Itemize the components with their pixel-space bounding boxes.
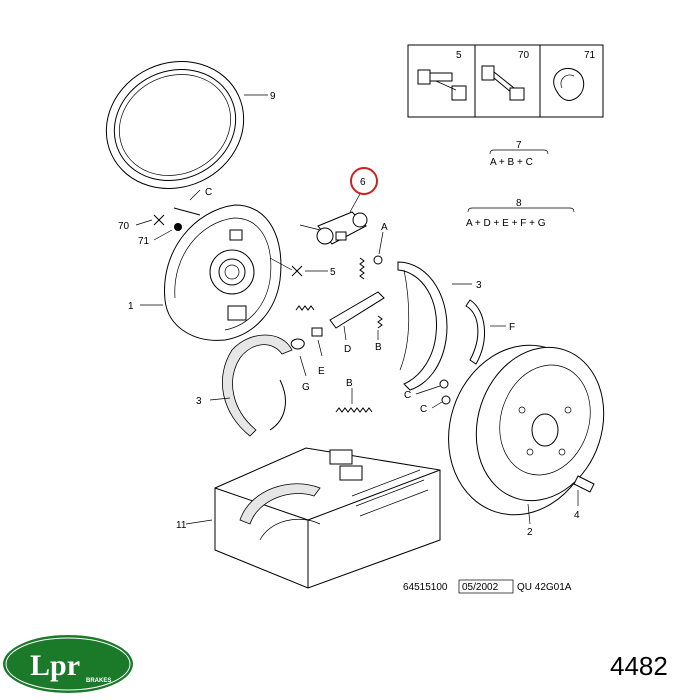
svg-text:A + D + E + F + G: A + D + E + F + G (466, 218, 546, 229)
part-e: E (311, 327, 325, 377)
callout-2: 2 (527, 527, 533, 538)
brake-lining-ring-9: 9 (105, 60, 276, 190)
kit-table: 5 70 71 (407, 44, 604, 118)
ref-suffix: QU 42G01A (517, 582, 572, 593)
logo-text: Lpr (30, 649, 80, 682)
callout-e: E (318, 366, 325, 377)
svg-text:8: 8 (516, 198, 522, 209)
callout-f: F (509, 322, 515, 333)
brake-shoe-3-left: 3 (196, 334, 293, 437)
kit-col-5: 5 (456, 50, 462, 61)
callout-c2: C (404, 390, 411, 401)
spring-b-upper: B (295, 257, 383, 353)
bleed-screw-4: 4 (573, 475, 595, 521)
spring-b-lower: B (335, 378, 373, 413)
part-number: 4482 (610, 651, 668, 681)
kit-formula-7: 7 A + B + C (489, 140, 549, 168)
callout-4: 4 (574, 510, 580, 521)
callout-9: 9 (270, 91, 276, 102)
callout-c3: C (420, 404, 427, 415)
service-kit-box-11: 11 (176, 447, 441, 589)
callout-5: 5 (330, 267, 336, 278)
callout-d: D (344, 344, 351, 355)
callout-3-right: 3 (476, 280, 482, 291)
callout-1: 1 (128, 301, 134, 312)
bolt-5-icon (417, 69, 467, 101)
callout-70: 70 (118, 221, 130, 232)
part-a: A (373, 222, 388, 265)
fasteners-c-lower: C C (404, 379, 451, 415)
part-f: F (465, 299, 515, 365)
bolt-70-icon (481, 65, 525, 101)
callout-c1: C (205, 187, 212, 198)
brake-drum-2: 2 (448, 344, 605, 538)
callout-b2: B (346, 378, 353, 389)
lever-d: D (329, 291, 385, 355)
reference-line: 64515100 05/2002 QU 42G01A (403, 579, 572, 594)
ref-date: 05/2002 (462, 582, 499, 593)
logo-subtext: BRAKES (86, 678, 111, 684)
lpr-logo: Lpr BRAKES (1, 633, 135, 695)
clip-71-icon (553, 68, 585, 101)
bolt-5-install: 5 (269, 257, 336, 278)
callout-3-left: 3 (196, 396, 202, 407)
brake-shoe-3-right: 3 (397, 261, 482, 391)
part-g: G (290, 338, 310, 393)
callout-6: 6 (360, 177, 366, 188)
callout-71: 71 (138, 236, 150, 247)
kit-col-70: 70 (518, 50, 530, 61)
svg-text:7: 7 (516, 140, 522, 151)
kit-col-71: 71 (584, 50, 596, 61)
ref-code: 64515100 (403, 582, 448, 593)
highlight-ring (350, 167, 378, 195)
callout-g: G (302, 382, 310, 393)
wheel-cylinder-6: 6 (299, 167, 378, 245)
backing-plate-1: 1 (128, 204, 282, 341)
callout-a: A (381, 222, 388, 233)
kit-formula-8: 8 A + D + E + F + G (466, 198, 575, 229)
callout-b1: B (375, 342, 382, 353)
fasteners-left: 70 71 C (118, 187, 212, 247)
callout-11: 11 (176, 520, 187, 531)
svg-text:A + B + C: A + B + C (490, 157, 533, 168)
